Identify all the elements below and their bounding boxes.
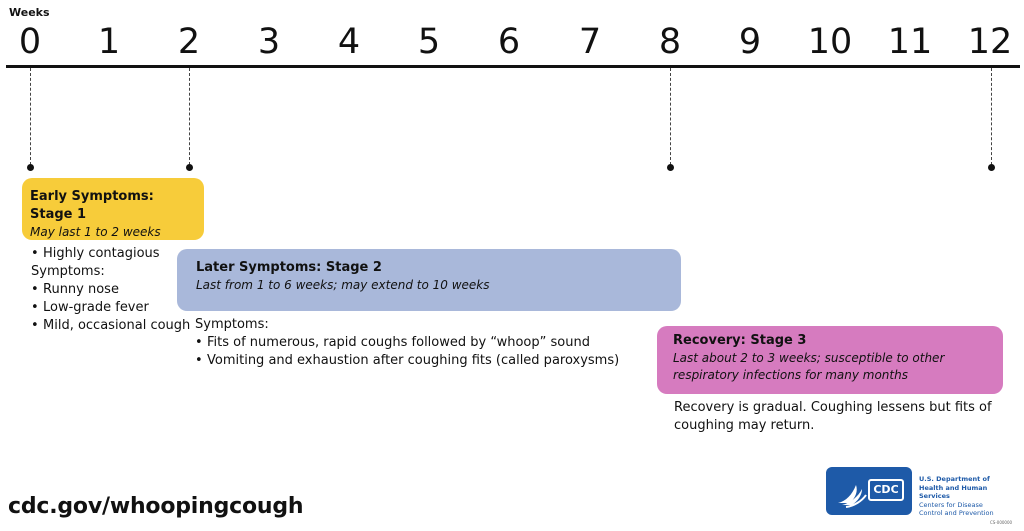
source-url: cdc.gov/whoopingcough [8,494,304,519]
tick-label-9: 9 [738,22,762,62]
stage-1-duration: May last 1 to 2 weeks [30,225,161,239]
marker-dot-week-12 [988,164,995,171]
tick-label-12: 12 [967,22,1013,62]
stage-3-duration-line-2: respiratory infections for many months [673,368,908,382]
cdc-wordmark: CDC [868,479,904,501]
tick-label-1: 1 [97,22,121,62]
tick-label-6: 6 [497,22,521,62]
stage-2-box: Later Symptoms: Stage 2 Last from 1 to 6… [177,249,681,311]
stage-3-note-line-2: coughing may return. [674,418,815,433]
tick-label-11: 11 [887,22,933,62]
marker-line-week-0 [30,68,31,165]
stage-3-duration-line-1: Last about 2 to 3 weeks; susceptible to … [673,351,945,365]
stage-2-symptom: Vomiting and exhaustion after coughing f… [195,352,645,370]
tick-label-0: 0 [18,22,42,62]
stage-3-box: Recovery: Stage 3 Last about 2 to 3 week… [657,326,1003,394]
timeline-axis [6,65,1020,68]
marker-dot-week-2 [186,164,193,171]
tick-label-4: 4 [337,22,361,62]
tick-label-3: 3 [257,22,281,62]
tick-label-10: 10 [807,22,853,62]
agency-line-3: Centers for Disease [919,500,983,509]
agency-line-2: Health and Human Services [919,483,988,501]
marker-line-week-2 [189,68,190,165]
stage-2-symptoms-label: Symptoms: [195,317,269,332]
tick-label-5: 5 [417,22,441,62]
marker-dot-week-0 [27,164,34,171]
cdc-logo: CDC [826,467,912,515]
stage-1-title: Early Symptoms: Stage 1 [30,189,154,222]
stage-1-symptoms-label: Symptoms: [31,264,105,279]
stage-1-contagious-note: Highly contagious [31,245,191,263]
stage-2-symptom: Fits of numerous, rapid coughs followed … [195,334,645,352]
agency-line-1: U.S. Department of [919,475,990,483]
stage-2-duration: Last from 1 to 6 weeks; may extend to 10… [196,278,490,292]
stage-1-symptom: Mild, occasional cough [31,317,191,335]
tick-label-8: 8 [658,22,682,62]
stage-3-title: Recovery: Stage 3 [673,333,807,348]
stage-3-notes: Recovery is gradual. Coughing lessens bu… [674,399,1014,435]
stage-2-title: Later Symptoms: Stage 2 [196,260,382,275]
stage-1-symptom: Low-grade fever [31,299,191,317]
axis-unit-label: Weeks [9,6,50,19]
hhs-eagle-icon [838,485,867,508]
marker-line-week-12 [991,68,992,165]
agency-line-4: Control and Prevention [919,509,994,517]
tick-label-7: 7 [578,22,602,62]
stage-1-notes: Highly contagious Symptoms: Runny nose L… [31,245,191,335]
stage-3-note-line-1: Recovery is gradual. Coughing lessens bu… [674,400,992,415]
stage-1-box: Early Symptoms: Stage 1 May last 1 to 2 … [22,178,204,240]
marker-dot-week-8 [667,164,674,171]
tick-label-2: 2 [177,22,201,62]
stage-2-notes: Symptoms: Fits of numerous, rapid coughs… [195,316,645,370]
document-code: CS-000000 [990,520,1013,525]
marker-line-week-8 [670,68,671,165]
stage-1-symptom: Runny nose [31,281,191,299]
agency-name: U.S. Department of Health and Human Serv… [919,475,1014,518]
